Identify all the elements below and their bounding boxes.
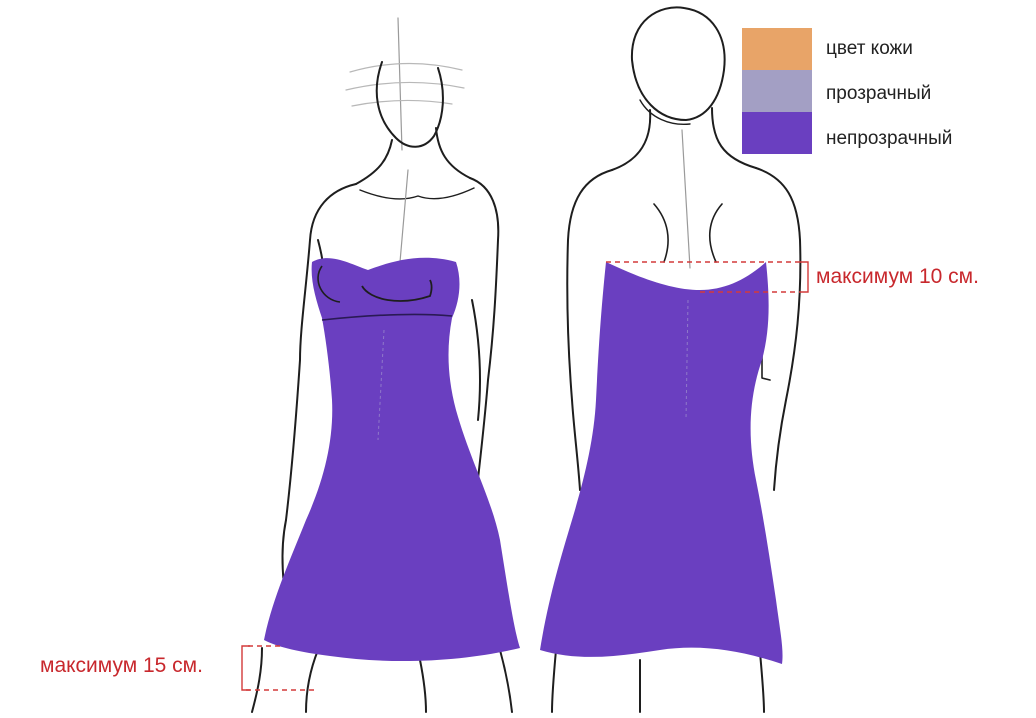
front-hem-measure	[242, 646, 318, 690]
front-left-leg	[252, 648, 262, 712]
front-hem-measure-bracket	[242, 646, 250, 690]
front-head-outline	[377, 62, 443, 147]
front-collarbone	[360, 188, 474, 199]
back-spine-guide	[682, 130, 690, 268]
front-right-leg	[420, 660, 426, 712]
front-right-arm-inner	[472, 300, 480, 420]
front-center-guide	[400, 170, 408, 262]
front-neck-right	[436, 128, 470, 178]
legend-swatch-skin-color	[742, 28, 812, 70]
back-dress	[540, 262, 783, 664]
legend-swatch-transparent	[742, 70, 812, 112]
front-hem-max-label: максимум 15 см.	[40, 654, 203, 678]
front-neck-left	[356, 140, 392, 184]
back-neckline-max-label: максимум 10 см.	[816, 265, 979, 289]
front-head-guide-arc3	[352, 100, 452, 106]
back-dress-body	[540, 262, 783, 664]
back-right-leg	[760, 652, 764, 712]
front-head-guide-vertical	[398, 18, 402, 150]
legend-swatch-opaque	[742, 112, 812, 154]
legend-label-opaque: непрозрачный	[826, 128, 952, 150]
back-shoulder-blade-left	[654, 204, 668, 262]
back-left-leg	[552, 650, 556, 712]
back-neck-left	[612, 110, 650, 170]
back-right-elbow-mark	[762, 356, 770, 380]
front-left-leg-inner	[306, 650, 318, 712]
back-head-outline	[632, 7, 725, 120]
front-head-guide-arc2	[346, 82, 464, 90]
front-right-leg-outer	[500, 650, 512, 712]
legend-label-skin-color: цвет кожи	[826, 38, 913, 60]
front-head-guide-arc1	[350, 63, 462, 72]
legend-label-transparent: прозрачный	[826, 83, 931, 105]
back-shoulder-blade-right	[710, 204, 722, 262]
